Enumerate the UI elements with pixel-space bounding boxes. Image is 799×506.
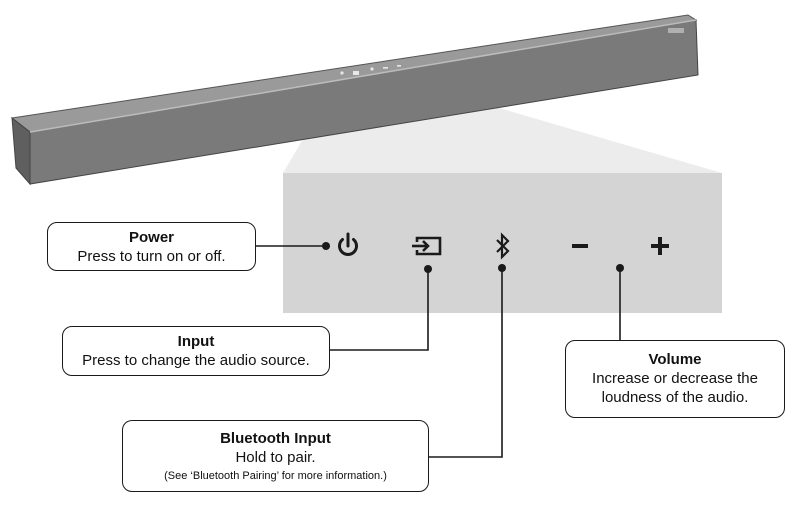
soundbar-edge [29, 19, 697, 133]
power-description: Press to turn on or off. [77, 247, 226, 265]
soundbar-end [11, 116, 31, 186]
soundbar [10, 14, 699, 186]
volume-description-line1: Increase or decrease the [592, 369, 758, 387]
soundbar-logo [668, 28, 684, 33]
leader-lines [256, 245, 621, 458]
volume-description-line2: loudness of the audio. [601, 388, 749, 406]
volume-title: Volume [648, 351, 702, 368]
volume-callout: Volume Increase or decrease the loudness… [565, 340, 785, 418]
input-callout: Input Press to change the audio source. [62, 326, 330, 376]
bluetooth-icon[interactable] [496, 232, 510, 260]
bluetooth-callout: Bluetooth Input Hold to pair. (See ‘Blue… [122, 420, 429, 492]
leader-dots [322, 242, 624, 273]
volume-down-icon[interactable] [572, 244, 588, 248]
bluetooth-description: Hold to pair. [235, 448, 316, 466]
volume-up-icon[interactable] [651, 237, 669, 255]
input-title: Input [177, 333, 215, 350]
power-callout: Power Press to turn on or off. [47, 222, 256, 271]
input-leader [330, 270, 429, 351]
power-title: Power [128, 229, 174, 246]
soundbar-buttons [340, 65, 401, 75]
bluetooth-note: (See ‘Bluetooth Pairing’ for more inform… [164, 469, 387, 482]
input-description: Press to change the audio source. [82, 351, 310, 369]
input-icon[interactable] [412, 236, 442, 256]
power-icon[interactable] [338, 232, 358, 256]
bluetooth-title: Bluetooth Input [220, 430, 331, 447]
bluetooth-leader [429, 269, 503, 458]
